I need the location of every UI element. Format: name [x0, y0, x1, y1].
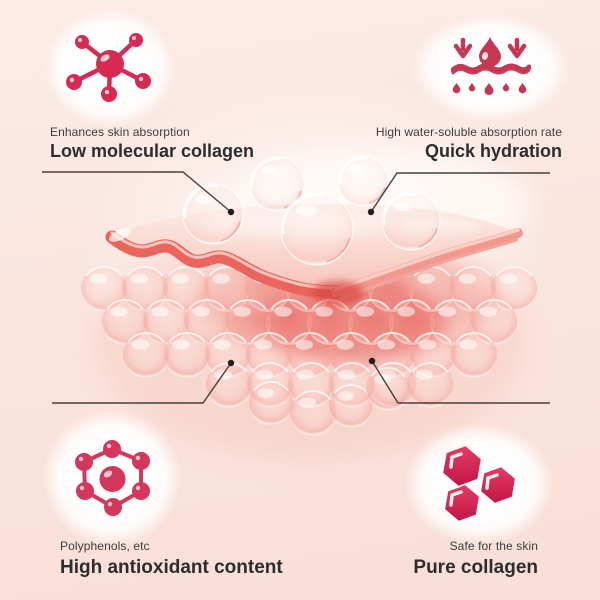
- leader-dot: [227, 359, 235, 367]
- leader-top-right: [370, 172, 550, 213]
- collagen-hexagons-icon: [404, 423, 554, 545]
- leader-dot: [367, 208, 375, 216]
- callout-subtitle: High water-soluble absorption rate: [375, 125, 562, 139]
- callout-high-antioxidant: Polyphenols, etc High antioxidant conten…: [60, 538, 283, 580]
- leader-bottom-left: [52, 362, 232, 404]
- water-absorption-icon: [412, 14, 570, 122]
- callout-title: Pure collagen: [413, 557, 538, 578]
- callout-title: Quick hydration: [424, 141, 562, 161]
- callout-low-molecular-collagen: Enhances skin absorption Low molecular c…: [50, 124, 254, 162]
- water-absorption-icon-glyph: [451, 37, 531, 96]
- callout-quick-hydration: High water-soluble absorption rate Quick…: [376, 124, 562, 162]
- callout-subtitle: Enhances skin absorption: [50, 125, 190, 139]
- callout-pure-collagen: Safe for the skin Pure collagen: [413, 538, 538, 580]
- leader-top-left: [42, 171, 232, 213]
- collagen-bubble-pyramid: [81, 266, 537, 436]
- leader-dot: [368, 357, 376, 365]
- callout-subtitle: Safe for the skin: [449, 539, 538, 553]
- antioxidant-molecule-icon: [42, 409, 182, 547]
- floating-collagen-bubbles: [182, 155, 441, 266]
- callout-subtitle: Polyphenols, etc: [60, 539, 150, 553]
- leader-bottom-right: [371, 360, 550, 404]
- collagen-hexagons-icon-glyph: [443, 446, 515, 521]
- leader-dot: [227, 208, 235, 216]
- antioxidant-icon-glyph: [75, 440, 150, 516]
- molecule-icon: [44, 8, 176, 128]
- leader-lines: [42, 171, 550, 404]
- callout-title: Low molecular collagen: [50, 141, 255, 161]
- molecule-icon-glyph: [66, 33, 151, 102]
- callout-title: High antioxidant content: [60, 557, 283, 578]
